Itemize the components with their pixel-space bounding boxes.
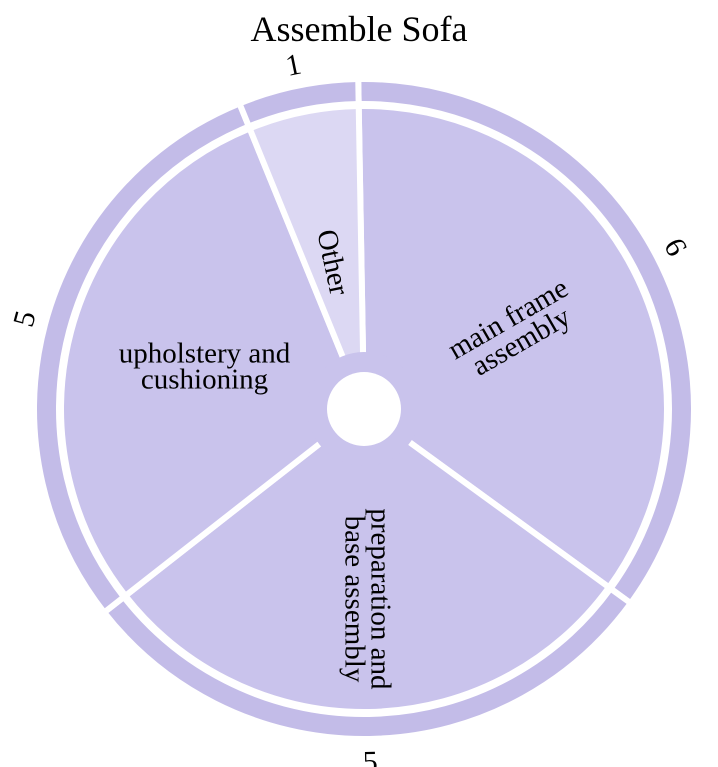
inner-slices xyxy=(58,102,670,715)
value-label: 1 xyxy=(283,47,304,82)
value-label: 5 xyxy=(7,307,43,330)
center-core xyxy=(327,372,401,446)
value-label: 6 xyxy=(657,233,693,262)
slice-label: preparation andbase assembly xyxy=(339,508,397,690)
value-label: 5 xyxy=(362,745,378,767)
chart-title: Assemble Sofa xyxy=(250,9,468,49)
